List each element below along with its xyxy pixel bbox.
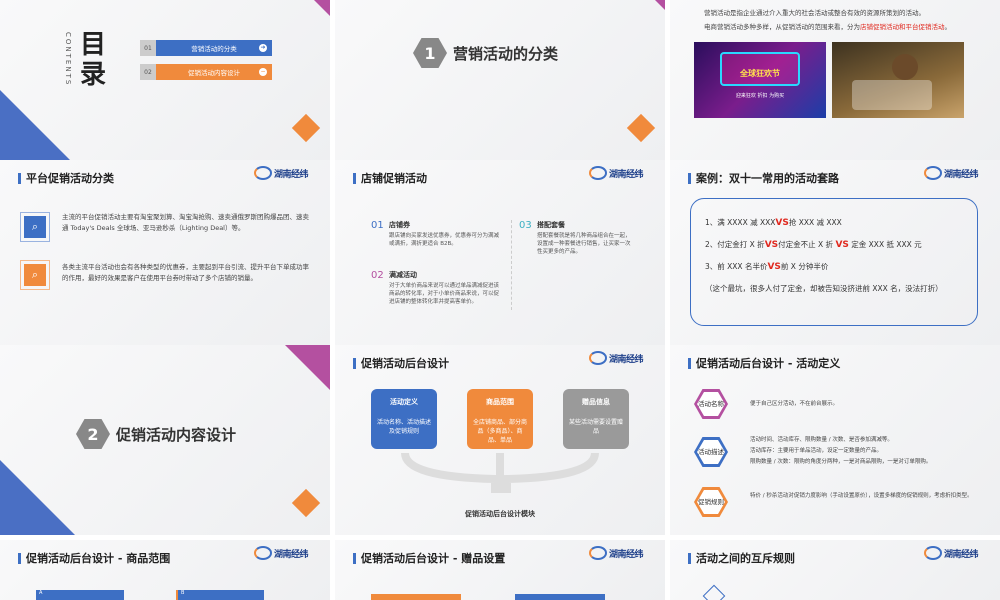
modules-caption: 促销活动后台设计模块: [465, 510, 535, 518]
intro-line-1: 营销活动是指企业通过介入重大的社会活动或整合有效的资源所策划的活动。: [704, 9, 925, 17]
toc-item-1[interactable]: 01 营销活动的分类 ➜: [140, 40, 272, 56]
row-text: 便于自己区分活动，不在前台展示。: [750, 401, 839, 407]
toc-item-label: 促销活动内容设计: [188, 69, 240, 77]
tab-b: B: [176, 590, 264, 600]
contents-vertical: CONTENTS: [64, 32, 72, 87]
item-num: 02: [371, 270, 384, 281]
company-logo: 湖南经纬: [923, 546, 979, 560]
decor-corner: [655, 0, 665, 10]
item-head: 搭配套餐: [537, 221, 565, 229]
item-text: 搭配套餐就是将几种商品组合在一起，设置成一种套餐进行销售，让买家一次性买更多的产…: [537, 233, 631, 255]
slide-title: 平台促销活动分类: [18, 170, 114, 186]
company-logo: 湖南经纬: [923, 166, 979, 180]
module-box-1: 活动定义活动名称、活动描述及促销规则: [371, 389, 437, 449]
slide-thumb-7[interactable]: 2 促销活动内容设计: [0, 345, 330, 535]
paragraph-2: 各类主流平台活动也会有各种类型的优惠券，主要起到平台引流、提升平台下单成功率的作…: [62, 263, 309, 282]
decor-triangle: [0, 460, 75, 535]
decor-diamond: [291, 488, 321, 518]
decor-corner: [314, 0, 330, 16]
decor-diamond: [626, 113, 656, 143]
slide-thumb-3[interactable]: 营销活动是指企业通过介入重大的社会活动或整合有效的资源所策划的活动。 电商营销活…: [670, 0, 1000, 160]
module-box-3: 赠品信息某些活动需要设置赠品: [563, 389, 629, 449]
company-logo: 湖南经纬: [253, 546, 309, 560]
slide-thumb-1[interactable]: CONTENTS 目录 01 营销活动的分类 ➜ 02 促销活动内容设计 −: [0, 0, 330, 160]
item-head: 满减活动: [389, 271, 417, 279]
item-text: 跟店铺向买家发送优惠券，优惠券可分为满减或满折，满折更适合 B2B。: [389, 233, 500, 247]
event-image-1: 全球狂欢节 迎来狂欢 折扣 为购买: [694, 42, 826, 118]
company-logo: 湖南经纬: [588, 166, 644, 180]
case-box: 1、满 XXXX 减 XXXVS抢 XXX 减 XXX 2、付定金打 X 折VS…: [690, 198, 978, 326]
toc-item-2[interactable]: 02 促销活动内容设计 −: [140, 64, 272, 80]
case-line-3: 3、前 XXX 名半价VS前 X 分钟半价: [705, 262, 829, 272]
decor-triangle-purple: [285, 345, 330, 390]
minus-icon: −: [259, 68, 267, 76]
section-title: 促销活动内容设计: [116, 425, 237, 444]
module-box-2: 商品范围全店铺商品、部分商品（多商品）、商品、单品: [467, 389, 533, 449]
section-title: 营销活动的分类: [453, 44, 559, 63]
toc-item-label: 营销活动的分类: [191, 45, 237, 53]
slide-thumb-5[interactable]: 店铺促销活动 湖南经纬 01 店铺券 跟店铺向买家发送优惠券，优惠券可分为满减或…: [335, 160, 665, 345]
slide-thumb-11[interactable]: 促销活动后台设计 - 赠品设置 湖南经纬: [335, 540, 665, 600]
tab-a: A: [36, 590, 124, 600]
event-image-2: [832, 42, 964, 118]
slide-title: 促销活动后台设计 - 赠品设置: [353, 550, 505, 566]
slide-thumb-2[interactable]: 1 营销活动的分类: [335, 0, 665, 160]
decor-bar: [371, 594, 461, 600]
row-text: 特价 / 秒杀活动对促销力度影响（手动设置原价），设置多梯度的促销规则，考虑折扣…: [750, 493, 973, 499]
slide-thumb-8[interactable]: 促销活动后台设计 湖南经纬 活动定义活动名称、活动描述及促销规则 商品范围全店铺…: [335, 345, 665, 535]
slide-title: 促销活动后台设计 - 活动定义: [688, 355, 840, 371]
magnify-icon: ⌕: [20, 260, 50, 290]
label-promo-rules: 促销规则: [694, 487, 728, 517]
toc-item-num: 02: [140, 64, 156, 80]
row-text-group: 活动时间、活动库存、限购数量 / 次数、是否参加满减等。 活动库存：主要用于单品…: [750, 437, 932, 465]
section-number: 1: [413, 38, 447, 68]
slide-thumb-10[interactable]: 促销活动后台设计 - 商品范围 湖南经纬 A B: [0, 540, 330, 600]
slide-thumb-6[interactable]: 案例：双十一常用的活动套路 湖南经纬 1、满 XXXX 减 XXXVS抢 XXX…: [670, 160, 1000, 345]
decor-triangle: [0, 90, 70, 160]
slide-title: 店铺促销活动: [353, 170, 427, 186]
slide-title: 促销活动后台设计 - 商品范围: [18, 550, 170, 566]
company-logo: 湖南经纬: [588, 546, 644, 560]
toc-title: 目录: [80, 30, 107, 90]
item-num: 03: [519, 220, 532, 231]
case-line-2: 2、付定金打 X 折VS付定金不止 X 折 VS 定金 XXX 抵 XXX 元: [705, 240, 922, 250]
intro-line-2: 电商营销活动多种多样，从促销活动的范围来看，分为店铺促销活动和平台促销活动。: [704, 23, 951, 31]
company-logo: 湖南经纬: [253, 166, 309, 180]
decor-bar: [515, 594, 605, 600]
label-activity-name: 活动名称: [694, 389, 728, 419]
slide-title: 促销活动后台设计: [353, 355, 449, 371]
slide-title: 活动之间的互斥规则: [688, 550, 795, 566]
decor-diamond: [291, 113, 321, 143]
toc-item-num: 01: [140, 40, 156, 56]
item-head: 店铺券: [389, 221, 410, 229]
slide-title: 案例：双十一常用的活动套路: [688, 170, 839, 186]
item-num: 01: [371, 220, 384, 231]
slide-thumb-4[interactable]: 平台促销活动分类 湖南经纬 ⌕ 主流的平台促销活动主要有淘宝聚划算、淘宝淘抢购、…: [0, 160, 330, 345]
arrow-icon: ➜: [259, 44, 267, 52]
divider: [511, 220, 512, 310]
slide-thumb-12[interactable]: 活动之间的互斥规则 湖南经纬: [670, 540, 1000, 600]
label-activity-desc: 活动描述: [694, 437, 728, 467]
case-line-1: 1、满 XXXX 减 XXXVS抢 XXX 减 XXX: [705, 218, 842, 228]
item-text: 对于大单价商品来说可以通过单品满减促进该商品的转化率，对于小单价商品来说，可以促…: [389, 283, 500, 305]
slide-thumb-9[interactable]: 促销活动后台设计 - 活动定义 活动名称 便于自己区分活动，不在前台展示。 活动…: [670, 345, 1000, 535]
section-number: 2: [76, 419, 110, 449]
case-note: （这个最坑，很多人付了定金，却被告知没挤进前 XXX 名，没法打折）: [705, 284, 943, 293]
search-icon: ⌕: [20, 212, 50, 242]
merge-arrows: [401, 452, 599, 493]
company-logo: 湖南经纬: [588, 351, 644, 365]
paragraph-1: 主流的平台促销活动主要有淘宝聚划算、淘宝淘抢购、速卖通俄罗斯团购爆品团、速卖通 …: [62, 213, 309, 232]
decor-diamond-outline: [702, 584, 726, 600]
